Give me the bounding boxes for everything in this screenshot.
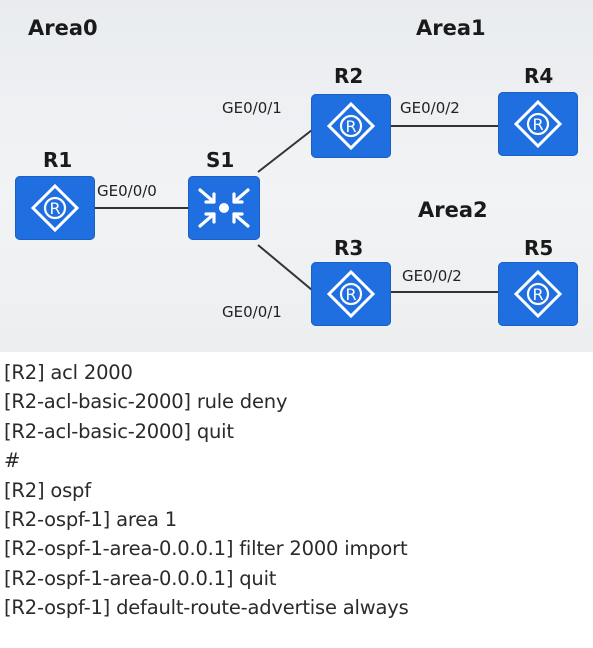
cli-line: [R2] ospf	[4, 478, 91, 502]
s1-label: S1	[206, 148, 235, 172]
port-r1-ge0-0-0: GE0/0/0	[97, 182, 157, 200]
router-r3-glyph: R	[345, 285, 356, 304]
r4-label: R4	[524, 64, 554, 88]
router-r1-icon: R	[15, 176, 95, 240]
cli-line: [R2-ospf-1-area-0.0.0.1] quit	[4, 566, 277, 590]
cli-line: [R2-ospf-1-area-0.0.0.1] filter 2000 imp…	[4, 537, 408, 561]
switch-s1-icon	[188, 176, 260, 240]
area2-label: Area2	[418, 198, 488, 222]
port-r2-ge0-0-1: GE0/0/1	[222, 99, 282, 117]
port-r3-ge0-0-2: GE0/0/2	[402, 267, 462, 285]
link-s1-r2	[257, 129, 313, 173]
router-r1-glyph: R	[49, 199, 60, 218]
link-s1-r3	[257, 244, 313, 291]
cli-config-block: [R2] acl 2000 [R2-acl-basic-2000] rule d…	[4, 358, 589, 623]
router-r3-icon: R	[311, 262, 391, 326]
area0-label: Area0	[28, 16, 98, 40]
r2-label: R2	[334, 64, 364, 88]
router-r4-icon: R	[498, 92, 578, 156]
router-r5-icon: R	[498, 262, 578, 326]
cli-line: [R2-ospf-1] default-route-advertise alwa…	[4, 596, 409, 620]
area1-label: Area1	[416, 16, 486, 40]
cli-line: [R2] acl 2000	[4, 361, 133, 384]
cli-line: [R2-acl-basic-2000] quit	[4, 419, 234, 443]
network-topology-diagram: Area0 Area1 Area2 R1 S1 R2 R3 R4 R5 GE0/…	[0, 0, 593, 352]
router-r2-glyph: R	[345, 117, 356, 136]
cli-line: [R2-ospf-1] area 1	[4, 507, 177, 531]
r3-label: R3	[334, 236, 364, 260]
cli-line: #	[4, 449, 21, 473]
router-r5-glyph: R	[532, 285, 543, 304]
router-r4-glyph: R	[532, 115, 543, 134]
r5-label: R5	[524, 236, 554, 260]
cli-line: [R2-acl-basic-2000] rule deny	[4, 390, 288, 414]
port-r2-ge0-0-2: GE0/0/2	[400, 99, 460, 117]
link-lines	[95, 125, 498, 293]
r1-label: R1	[43, 148, 73, 172]
router-r2-icon: R	[311, 94, 391, 158]
port-r3-ge0-0-1: GE0/0/1	[222, 303, 282, 321]
